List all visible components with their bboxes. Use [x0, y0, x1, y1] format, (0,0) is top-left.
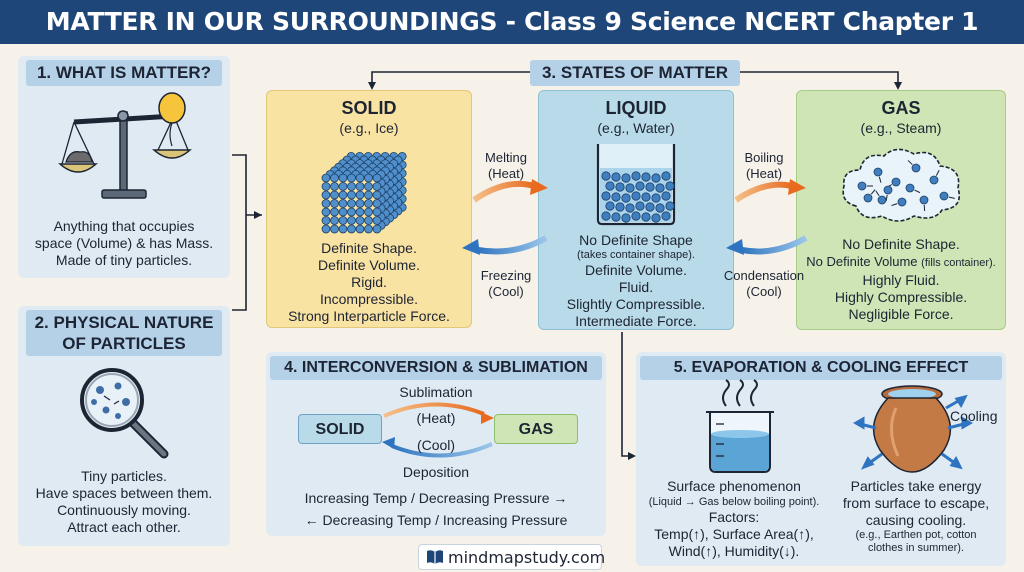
evaporation-right-note: (e.g., Earthen pot, cotton: [855, 529, 977, 541]
evaporation-left-note: (Liquid → Gas below boiling point).: [648, 496, 820, 508]
evaporation-heading: 5. EVAPORATION & COOLING EFFECT: [640, 356, 1002, 380]
solid-property: Definite Shape.: [321, 240, 417, 256]
solid-property: Rigid.: [351, 274, 387, 290]
liquid-example: (e.g., Water): [597, 120, 675, 136]
magnifier-icon: [80, 368, 169, 459]
solid-title: SOLID: [341, 98, 397, 118]
solid-property: Definite Volume.: [318, 257, 420, 273]
solid-property: Strong Interparticle Force.: [288, 308, 450, 324]
gas-property: Highly Fluid.: [862, 272, 940, 288]
evaporation-right-line: Particles take energy: [850, 478, 982, 494]
liquid-properties: No Definite Shape (takes container shape…: [538, 232, 734, 330]
what-is-matter-line: space (Volume) & has Mass.: [34, 235, 214, 251]
book-icon: [427, 550, 443, 564]
evaporation-right-line: from surface to escape,: [842, 495, 990, 511]
deposition-label: Deposition: [402, 464, 470, 480]
evaporation-panel: [636, 352, 1006, 566]
gas-property-text: No Definite Volume: [806, 254, 918, 269]
physical-nature-line: Tiny particles.: [81, 468, 167, 484]
liquid-property: Intermediate Force.: [575, 313, 697, 329]
footer-site[interactable]: mindmapstudy.com: [448, 548, 606, 567]
earthen-pot-icon: [852, 385, 974, 473]
beaker-with-particles-icon: [596, 144, 676, 226]
liquid-title: LIQUID: [605, 98, 667, 118]
melting-text: Melting: [485, 150, 527, 165]
gas-property: No Definite Volume (fills container).: [796, 253, 1006, 272]
evaporation-left-text: Surface phenomenon (Liquid → Gas below b…: [640, 478, 828, 560]
gas-title: GAS: [881, 98, 921, 118]
physical-nature-line: Have spaces between them.: [35, 485, 213, 501]
interconversion-heading: 4. INTERCONVERSION & SUBLIMATION: [270, 356, 602, 380]
physical-nature-line: Continuously moving.: [57, 502, 191, 518]
physical-nature-heading-line: OF PARTICLES: [62, 334, 186, 353]
sublimation-solid-box: SOLID: [298, 414, 382, 444]
liquid-property: Definite Volume.: [585, 262, 687, 278]
evaporation-left-line: Wind(↑), Humidity(↓).: [668, 543, 800, 559]
cooling-label: Cooling: [950, 408, 998, 424]
sublimation-gas-box: GAS: [494, 414, 578, 444]
what-is-matter-line: Made of tiny particles.: [55, 252, 193, 268]
what-is-matter-line: Anything that occupies: [53, 218, 195, 234]
freezing-label: Freezing (Cool): [474, 268, 538, 300]
sublimation-label: Sublimation: [399, 384, 473, 400]
interconversion-panel: [266, 352, 606, 536]
freezing-condition: (Cool): [488, 284, 524, 299]
evaporation-right-line: causing cooling.: [865, 512, 967, 528]
evaporation-right-text: Particles take energy from surface to es…: [826, 478, 1006, 555]
gas-properties: No Definite Shape. No Definite Volume (f…: [796, 236, 1006, 323]
solid-properties: Definite Shape. Definite Volume. Rigid. …: [266, 240, 472, 325]
liquid-property: No Definite Shape: [579, 232, 693, 248]
gas-property-note: (fills container).: [921, 257, 996, 269]
gas-cloud-icon: [842, 148, 961, 222]
condensation-label: Condensation (Cool): [716, 268, 812, 300]
physical-nature-heading: 2. PHYSICAL NATURE OF PARTICLES: [26, 310, 222, 356]
boiling-text: Boiling: [744, 150, 784, 165]
gas-property: No Definite Shape.: [842, 236, 960, 252]
freezing-text: Freezing: [480, 268, 532, 283]
what-is-matter-heading: 1. WHAT IS MATTER?: [26, 60, 222, 86]
boiling-condition: (Heat): [745, 166, 783, 181]
boiling-label: Boiling (Heat): [734, 150, 794, 182]
footer-badge[interactable]: [418, 544, 602, 570]
liquid-property: Slightly Compressible.: [566, 296, 706, 312]
liquid-property: Fluid.: [618, 279, 654, 295]
physical-nature-line: Attract each other.: [67, 519, 181, 535]
deposition-cool-label: (Cool): [416, 437, 456, 453]
melting-label: Melting (Heat): [474, 150, 538, 182]
evaporation-left-line: Factors:: [708, 509, 760, 525]
condensation-condition: (Cool): [746, 284, 782, 299]
gas-property: Negligible Force.: [848, 306, 954, 322]
evaporation-left-line: Surface phenomenon: [667, 478, 801, 494]
evaporation-right-note: clothes in summer).: [868, 542, 964, 554]
what-is-matter-text: Anything that occupies space (Volume) & …: [24, 218, 224, 269]
evaporation-left-line: Temp(↑), Surface Area(↑),: [654, 526, 814, 542]
sublimation-heat-label: (Heat): [416, 410, 456, 426]
balance-scale-icon: [58, 92, 192, 199]
physical-nature-heading-line: 2. PHYSICAL NATURE: [34, 313, 214, 332]
page-title: MATTER IN OUR SURROUNDINGS - Class 9 Sci…: [0, 0, 1024, 44]
solid-example: (e.g., Ice): [339, 120, 399, 136]
states-heading: 3. STATES OF MATTER: [530, 60, 740, 86]
interconversion-line: Increasing Temp / Decreasing Pressure →: [304, 490, 568, 506]
solid-lattice-icon: [321, 151, 407, 234]
melting-condition: (Heat): [487, 166, 525, 181]
beaker-evaporation-icon: [706, 379, 774, 473]
gas-example: (e.g., Steam): [860, 120, 942, 136]
interconversion-line: ← Decreasing Temp / Increasing Pressure: [304, 512, 568, 528]
gas-property: Highly Compressible.: [834, 289, 968, 305]
liquid-property-note: (takes container shape).: [576, 249, 695, 261]
condensation-text: Condensation: [723, 268, 805, 283]
physical-nature-text: Tiny particles. Have spaces between them…: [24, 468, 224, 536]
solid-property: Incompressible.: [319, 291, 419, 307]
